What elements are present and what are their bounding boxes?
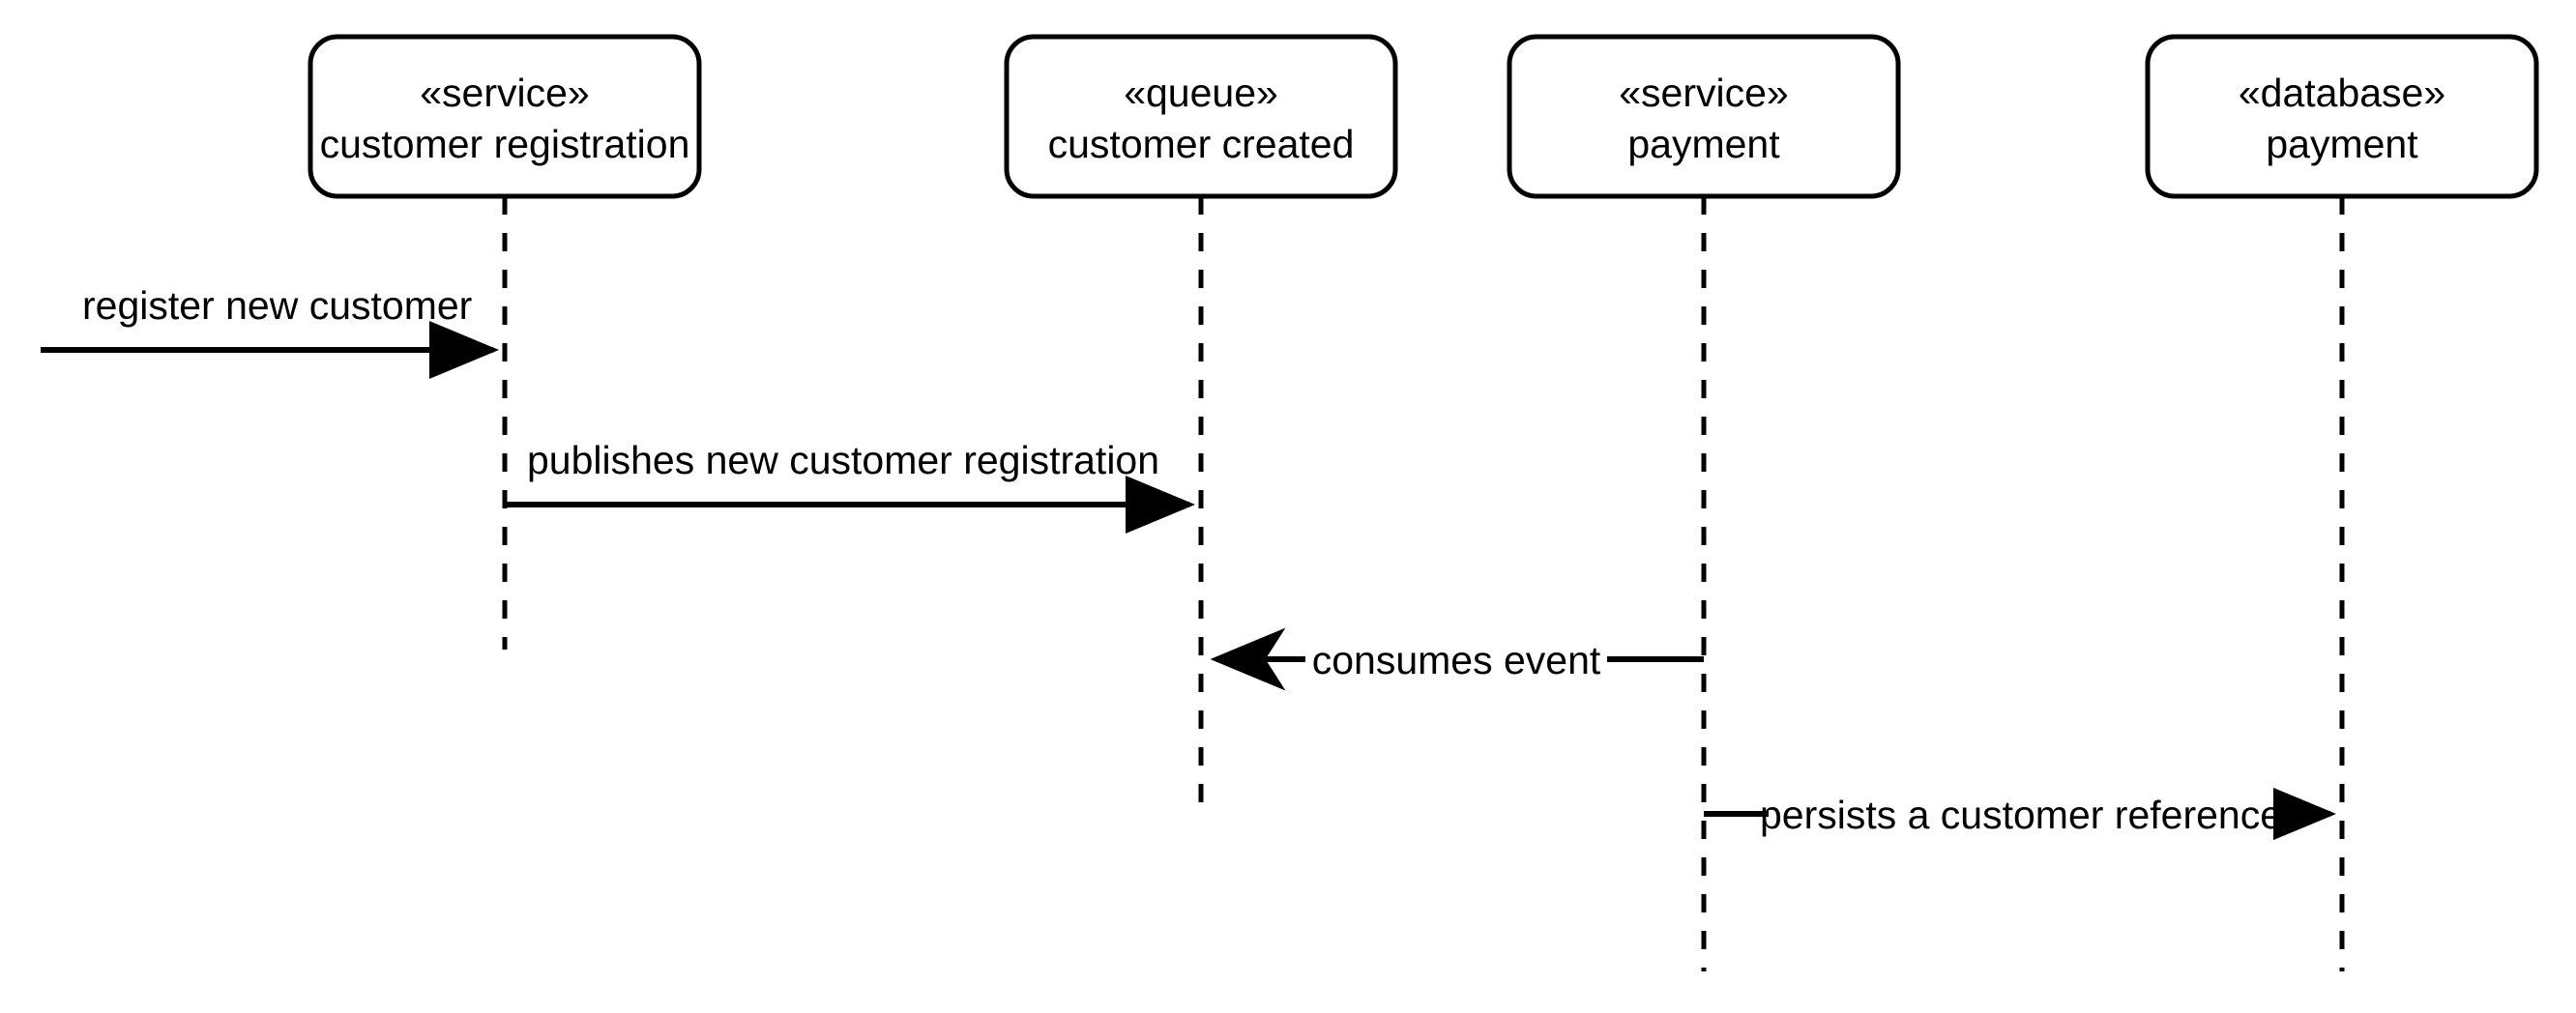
participant-box <box>1004 34 1398 199</box>
participant-stereotype: «database» <box>2239 71 2445 115</box>
participant-name: customer registration <box>320 122 690 166</box>
message-label-backdrop <box>1305 628 1607 688</box>
message-label: persists a customer reference <box>1760 793 2282 837</box>
message-label: register new customer <box>82 283 472 328</box>
participant-name: payment <box>1627 122 1780 166</box>
message-persists-a-customer-reference[interactable]: persists a customer reference <box>1704 783 2336 843</box>
participant-stereotype: «service» <box>1619 71 1788 115</box>
message-label-backdrop <box>1769 783 2273 843</box>
lifelines-group <box>502 196 2345 971</box>
participant-box <box>2145 34 2539 199</box>
message-publishes-new-customer-registration[interactable]: publishes new customer registration <box>505 438 1195 534</box>
message-register-new-customer[interactable]: register new customer <box>41 283 499 379</box>
message-label: publishes new customer registration <box>527 438 1159 482</box>
message-label: consumes event <box>1312 638 1601 682</box>
participant-payment-service[interactable]: «service» payment <box>1507 34 1901 199</box>
participant-name: customer created <box>1048 122 1355 166</box>
message-consumes-event[interactable]: consumes event <box>1210 627 1704 691</box>
participant-stereotype: «service» <box>420 71 589 115</box>
participant-customer-created[interactable]: «queue» customer created <box>1004 34 1398 199</box>
participant-name: payment <box>2266 122 2418 166</box>
participant-stereotype: «queue» <box>1124 71 1278 115</box>
participant-box <box>1507 34 1901 199</box>
participant-payment-database[interactable]: «database» payment <box>2145 34 2539 199</box>
participant-box <box>307 34 702 199</box>
participant-customer-registration[interactable]: «service» customer registration <box>307 34 702 199</box>
